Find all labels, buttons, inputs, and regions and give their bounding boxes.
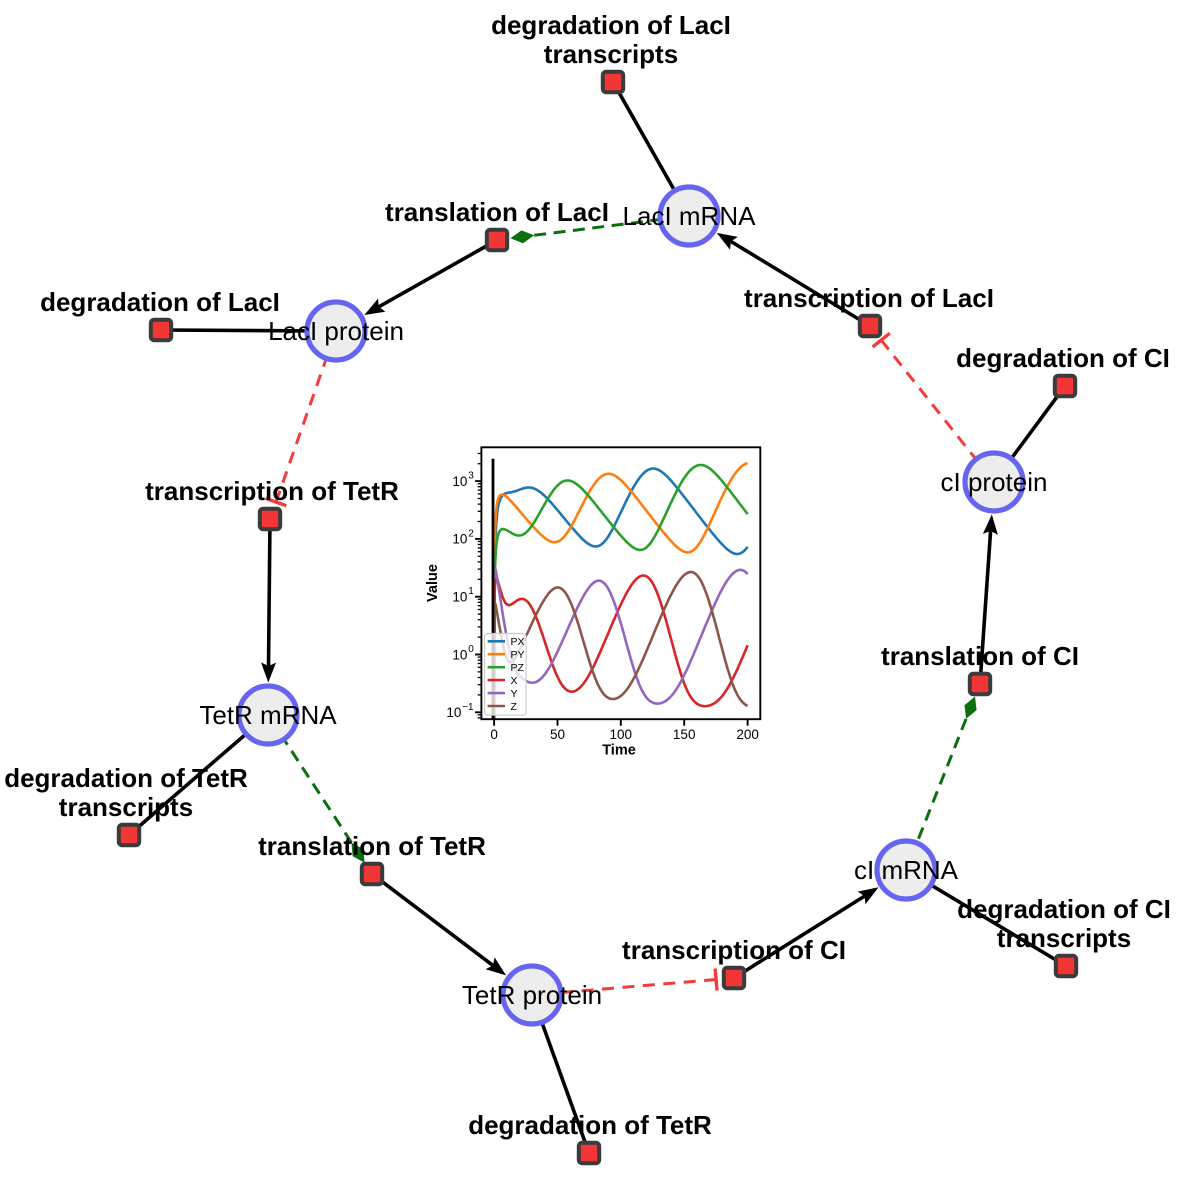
svg-text:Z: Z [511, 701, 518, 713]
svg-text:2: 2 [468, 528, 474, 539]
svg-text:10: 10 [452, 590, 467, 605]
svg-text:translation of LacI: translation of LacI [385, 197, 609, 227]
svg-text:transcripts: transcripts [544, 39, 678, 69]
svg-text:150: 150 [673, 727, 696, 742]
svg-text:degradation of CI: degradation of CI [957, 894, 1171, 924]
svg-text:100: 100 [610, 727, 633, 742]
svg-text:cI mRNA: cI mRNA [854, 855, 959, 885]
svg-text:3: 3 [468, 471, 474, 482]
svg-text:0: 0 [490, 727, 498, 742]
svg-text:Y: Y [511, 688, 518, 700]
svg-text:cI protein: cI protein [941, 467, 1048, 497]
svg-text:1: 1 [468, 586, 474, 597]
svg-text:10: 10 [452, 532, 467, 547]
svg-text:transcription of TetR: transcription of TetR [145, 476, 399, 506]
svg-text:transcription of LacI: transcription of LacI [744, 283, 994, 313]
svg-text:degradation of TetR: degradation of TetR [4, 763, 248, 793]
svg-text:−1: −1 [462, 702, 474, 713]
svg-text:Value: Value [425, 564, 441, 602]
svg-text:TetR protein: TetR protein [462, 980, 602, 1010]
svg-text:LacI mRNA: LacI mRNA [623, 201, 757, 231]
svg-text:translation of TetR: translation of TetR [258, 831, 486, 861]
svg-text:degradation of CI: degradation of CI [956, 343, 1170, 373]
svg-text:degradation of LacI: degradation of LacI [491, 10, 731, 40]
svg-text:Time: Time [602, 743, 636, 759]
svg-text:PY: PY [511, 649, 525, 661]
svg-text:transcripts: transcripts [59, 792, 193, 822]
svg-text:200: 200 [736, 727, 759, 742]
svg-text:10: 10 [446, 705, 461, 720]
svg-text:50: 50 [550, 727, 565, 742]
svg-text:degradation of LacI: degradation of LacI [40, 287, 280, 317]
svg-text:10: 10 [452, 647, 467, 662]
svg-text:X: X [511, 675, 518, 687]
svg-text:transcription of CI: transcription of CI [622, 935, 846, 965]
svg-text:TetR mRNA: TetR mRNA [199, 700, 337, 730]
svg-text:PX: PX [511, 636, 525, 648]
svg-text:PZ: PZ [511, 662, 525, 674]
svg-text:LacI protein: LacI protein [268, 316, 404, 346]
svg-text:0: 0 [468, 644, 474, 655]
svg-text:translation of CI: translation of CI [881, 641, 1079, 671]
svg-text:10: 10 [452, 474, 467, 489]
svg-text:transcripts: transcripts [997, 923, 1131, 953]
svg-text:degradation of TetR: degradation of TetR [468, 1110, 712, 1140]
